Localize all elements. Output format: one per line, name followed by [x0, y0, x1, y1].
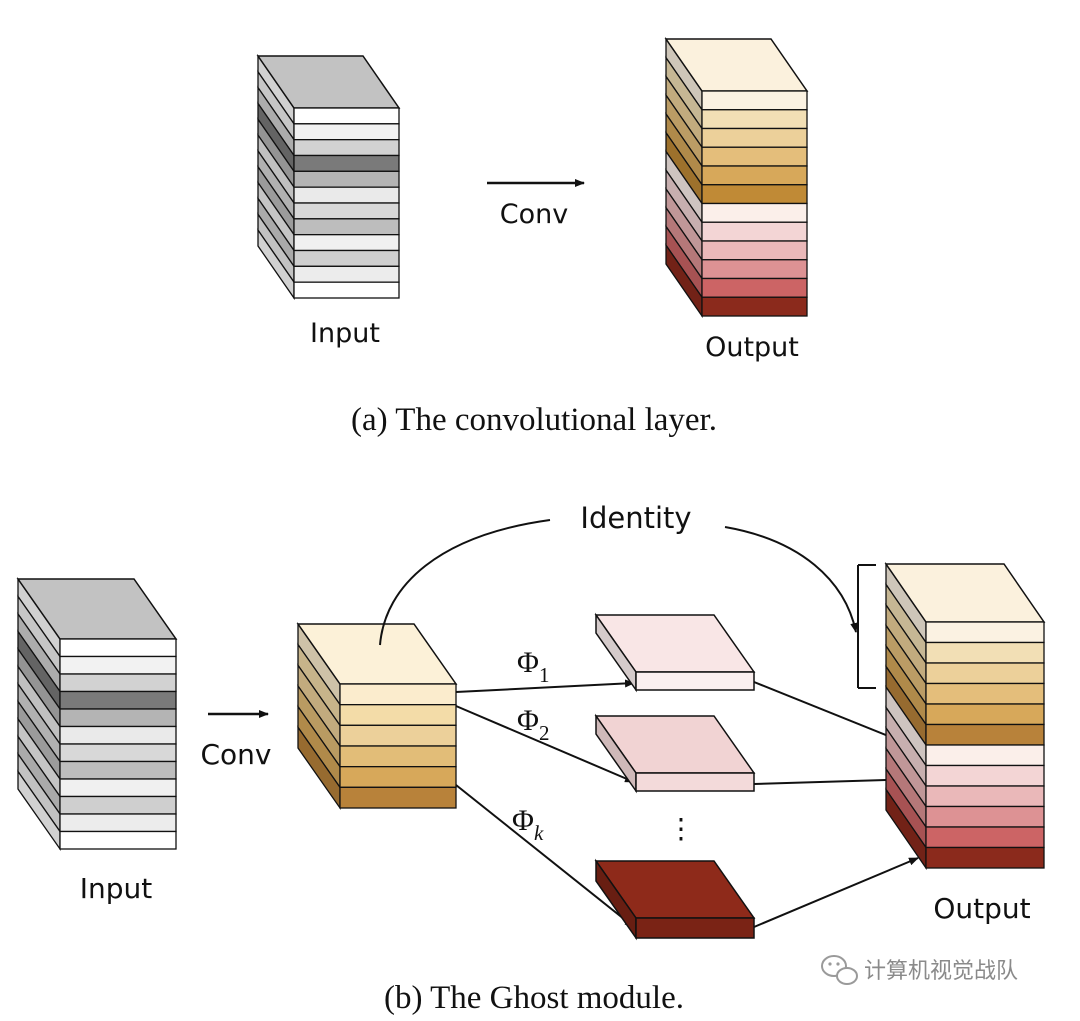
b-output-channel-1 [925, 641, 1045, 664]
b-input-channel-11 [59, 830, 177, 850]
identity-label: Identity [580, 501, 691, 535]
a-input-channel-11 [293, 281, 400, 299]
b-output-channel-2 [925, 662, 1045, 685]
a-input-channel-8 [293, 234, 400, 252]
a-output-channel-10 [701, 277, 808, 298]
phi-k-label: Φk [512, 804, 544, 845]
b-input-channel-5 [59, 725, 177, 745]
a-output-channel-7 [701, 221, 808, 242]
panel-a: Input Conv Output (a) The convolutional … [256, 36, 809, 438]
intrinsic-feature-block [296, 621, 458, 811]
ellipsis: ⋮ [667, 812, 695, 845]
b-output-channel-11 [925, 846, 1045, 869]
watermark: 计算机视觉战队 [821, 955, 1018, 985]
b-input-channel-3 [59, 690, 177, 710]
a-output-channel-0 [701, 90, 808, 111]
wechat-icon [821, 955, 858, 985]
a-input-channel-3 [293, 154, 400, 172]
b-intrinsic-channel-3 [339, 745, 457, 768]
b-input-channel-6 [59, 743, 177, 763]
a-input-channel-1 [293, 123, 400, 141]
a-input-channel-6 [293, 202, 400, 220]
a-output-channel-11 [701, 296, 808, 317]
conv-label: Conv [201, 738, 272, 771]
identity-curve-right [724, 526, 859, 633]
a-input-channel-7 [293, 218, 400, 236]
ghost-map-2-front [635, 772, 755, 792]
a-output-channel-9 [701, 259, 808, 280]
phi-k-arrow [455, 784, 635, 928]
identity-bracket [857, 564, 876, 689]
caption-b: (b) The Ghost module. [384, 980, 684, 1016]
ghost-feature-maps [594, 612, 756, 941]
b-input-channel-0 [59, 638, 177, 658]
output-tensor-block [664, 36, 809, 319]
a-output-channel-2 [701, 127, 808, 148]
b-output-channel-6 [925, 744, 1045, 767]
output-label: Output [705, 332, 799, 363]
conv-label: Conv [500, 199, 568, 230]
b-intrinsic-channel-5 [339, 786, 457, 809]
a-input-channel-5 [293, 186, 400, 204]
ghost-k-to-output-arrow [753, 857, 919, 928]
identity-curve-left [379, 519, 551, 646]
a-input-channel-4 [293, 170, 400, 188]
b-input-channel-9 [59, 795, 177, 815]
input-label: Input [80, 872, 153, 905]
a-input-channel-2 [293, 139, 400, 157]
b-output-channel-9 [925, 805, 1045, 828]
b-input-channel-4 [59, 708, 177, 728]
a-input-channel-9 [293, 249, 400, 267]
a-output-channel-6 [701, 202, 808, 223]
b-input-channel-1 [59, 655, 177, 675]
a-input-channel-10 [293, 265, 400, 283]
phi-2-label: Φ2 [517, 704, 549, 745]
input-tensor-block [256, 53, 401, 301]
a-input-channel-0 [293, 107, 400, 125]
b-output-channel-7 [925, 764, 1045, 787]
a-output-channel-3 [701, 146, 808, 167]
b-intrinsic-channel-2 [339, 724, 457, 747]
output-label: Output [933, 892, 1030, 925]
b-output-channel-0 [925, 621, 1045, 644]
phi-1-arrow [455, 679, 635, 693]
a-output-channel-8 [701, 240, 808, 261]
b-output-channel-3 [925, 682, 1045, 705]
b-input-channel-7 [59, 760, 177, 780]
input-label: Input [310, 318, 380, 349]
ghost-map-1-front [635, 671, 755, 691]
output-tensor-block [884, 561, 1046, 871]
b-intrinsic-channel-1 [339, 704, 457, 726]
panel-b: Input Conv Identity Φ1 Φ2 Φk ⋮ Output (b… [16, 501, 1046, 1016]
b-input-channel-2 [59, 673, 177, 693]
ghost-map-k-front [635, 917, 755, 939]
input-tensor-block [16, 576, 178, 852]
b-output-channel-8 [925, 785, 1045, 808]
a-output-channel-5 [701, 184, 808, 205]
b-output-channel-4 [925, 703, 1045, 726]
watermark-text: 计算机视觉战队 [864, 959, 1018, 984]
caption-a: (a) The convolutional layer. [351, 402, 717, 438]
b-input-channel-8 [59, 778, 177, 798]
b-intrinsic-channel-0 [339, 683, 457, 706]
b-input-channel-10 [59, 813, 177, 833]
b-intrinsic-channel-4 [339, 766, 457, 788]
a-output-channel-4 [701, 165, 808, 186]
b-output-channel-10 [925, 826, 1045, 849]
phi-2-arrow [455, 705, 635, 783]
phi-1-label: Φ1 [517, 646, 549, 687]
b-output-channel-5 [925, 723, 1045, 746]
a-output-channel-1 [701, 109, 808, 130]
